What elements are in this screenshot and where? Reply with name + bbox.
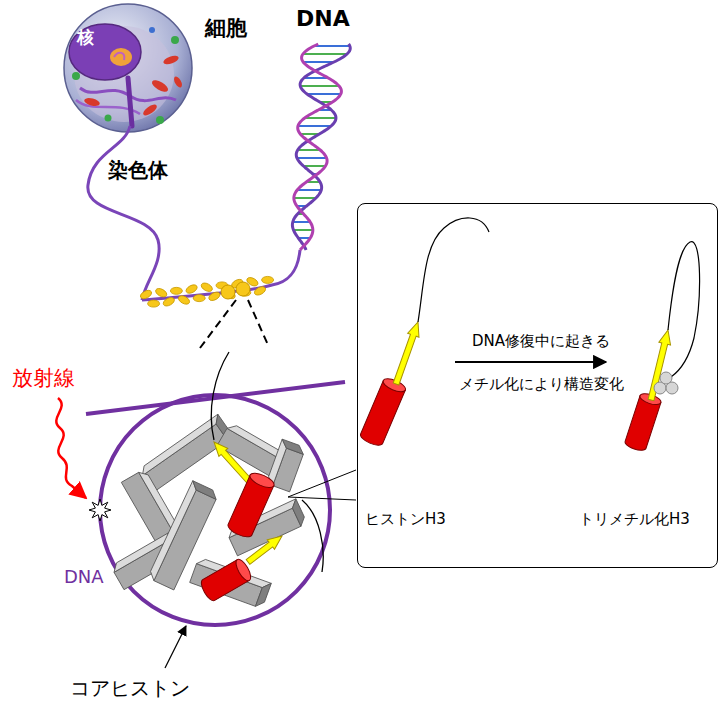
histone-block (190, 557, 272, 609)
base-pair (297, 157, 327, 159)
organelle (149, 27, 155, 33)
dna-strand (294, 44, 342, 250)
base-pair (307, 93, 341, 95)
organelle (141, 103, 158, 118)
nucleosome (253, 285, 267, 297)
helix-cylinder (624, 392, 662, 453)
histone-label: ヒストンH3 (363, 510, 448, 528)
base-pair (314, 45, 350, 47)
radiation-label: 放射線 (12, 366, 75, 391)
zoom-line (200, 300, 236, 348)
chromosome-label: 染色体 (108, 158, 168, 182)
dna-label: DNA (64, 566, 104, 588)
nucleosome-beads (139, 276, 274, 308)
process-note: DNA修復中に起きる メチル化により構造変化 (451, 320, 631, 406)
callout-line (288, 470, 356, 497)
organelle (72, 72, 80, 80)
callout-line (288, 497, 356, 500)
organelle (172, 75, 183, 88)
histone-block (148, 481, 220, 590)
dna-strand (86, 382, 345, 414)
base-pair (293, 229, 312, 231)
base-pair (303, 53, 347, 55)
histone-label: トリメチル化H3 (579, 510, 690, 528)
nucleosome (148, 300, 160, 307)
cell-sphere (64, 4, 192, 132)
nucleosome (177, 294, 191, 306)
nucleosome (200, 281, 214, 293)
core-histone-label: コアヒストン (70, 676, 190, 700)
methyl-group (660, 372, 672, 384)
organelle (162, 54, 179, 66)
nucleolus (110, 48, 132, 66)
nucleosome (207, 290, 221, 302)
base-pair (303, 165, 325, 167)
histone-tail (668, 242, 700, 377)
nucleus (69, 24, 141, 80)
dna-label: DNA (296, 6, 350, 32)
nucleosome (139, 289, 153, 301)
cell-label: 細胞 (205, 16, 247, 41)
base-pair (298, 149, 320, 151)
process-arrow (455, 361, 606, 363)
histone-tail (211, 352, 229, 440)
organelle (156, 116, 164, 124)
helix-cylinder (226, 470, 276, 539)
helix-cylinder (199, 557, 254, 603)
histone-face (255, 581, 271, 609)
nucleosome (185, 283, 199, 295)
nucleolus-detail (114, 53, 124, 60)
base-pair (293, 221, 310, 223)
nucleosome (170, 287, 182, 294)
nucleosome (236, 282, 250, 296)
base-pair (300, 85, 339, 87)
histone-face (148, 481, 200, 581)
damage-burst (89, 499, 111, 521)
radiation-arrow (56, 398, 86, 498)
nucleosome (162, 296, 176, 308)
histone-h3-figures (359, 320, 674, 452)
leader-arrow (165, 626, 186, 668)
histone-face (190, 481, 219, 500)
chromosome (128, 78, 132, 126)
organelle (171, 36, 179, 44)
beta-strand-arrow (244, 531, 285, 567)
base-pair (305, 117, 336, 119)
cell-illustration (64, 4, 192, 132)
base-pair (294, 197, 316, 199)
organelle (150, 78, 170, 94)
dna-wrap-circle (100, 395, 330, 625)
dna-double-helix (292, 44, 350, 250)
histone-face (138, 414, 221, 475)
organelle (105, 115, 112, 122)
nucleosome (154, 287, 168, 299)
helix-cylinder (359, 376, 408, 448)
histone-tail (418, 218, 489, 322)
chromatin-fiber (142, 250, 300, 300)
base-pair (297, 189, 321, 191)
beta-strand-arrow (390, 320, 423, 386)
nucleosome (193, 295, 205, 302)
histone-face (280, 439, 306, 454)
zoom-panel: ヒストンH3 DNA修復中に起きる メチル化により構造変化トリメチル化H3 (357, 203, 718, 568)
nucleosome (221, 285, 235, 299)
nucleus-label: 核 (77, 27, 94, 47)
dna-strand (292, 44, 350, 250)
core-histones (111, 414, 308, 609)
base-pair (298, 125, 331, 127)
nucleosome (262, 276, 274, 283)
beta-strand-arrow (210, 438, 255, 486)
cylinder-cap (248, 470, 276, 490)
chromatin-thread (88, 126, 159, 300)
organelle (83, 97, 100, 108)
zoom-line (248, 300, 268, 345)
histone-tail (302, 500, 323, 572)
